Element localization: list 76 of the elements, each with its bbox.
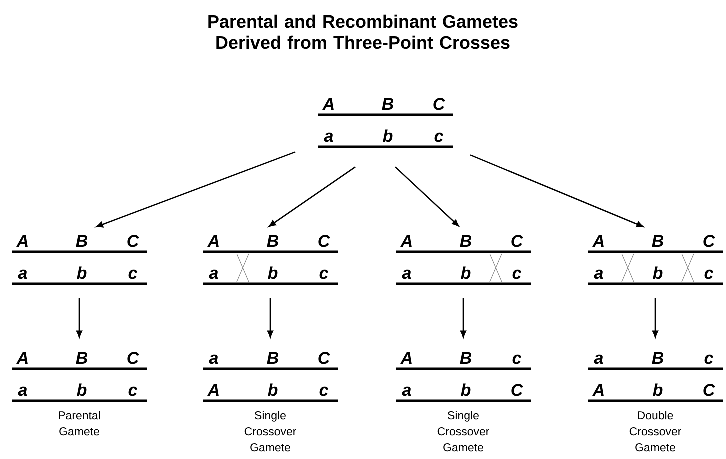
allele-letter: C	[704, 235, 716, 248]
allele-letter: C	[128, 235, 140, 248]
allele-letter: c	[128, 386, 138, 396]
allele-letter: A	[592, 235, 604, 247]
allele-letter: B	[267, 235, 279, 247]
allele-letter: B	[76, 352, 88, 364]
arrow	[652, 298, 658, 338]
allele-letter: B	[652, 235, 664, 247]
allele-letter: c	[320, 386, 328, 396]
allele-letter: B	[267, 352, 279, 364]
allele-letter: C	[512, 384, 524, 396]
allele-letter: A	[400, 352, 412, 364]
arrow	[96, 152, 296, 228]
allele-letter: C	[318, 352, 330, 364]
chromosome-pair	[318, 98, 453, 148]
gamete-label: Single Crossover Gamete	[244, 411, 296, 452]
allele-letter: b	[653, 266, 663, 280]
allele-letter: C	[318, 235, 330, 248]
allele-letter: b	[77, 384, 87, 396]
allele-letter: C	[512, 235, 524, 248]
allele-letter: b	[461, 384, 471, 396]
allele-letter: B	[382, 98, 394, 110]
allele-letter: b	[268, 266, 278, 280]
allele-letter: a	[18, 270, 28, 280]
allele-letter: a	[402, 386, 412, 396]
title: Parental and Recombinant Gametes Derived from Three-Point Crosses	[208, 14, 518, 50]
allele-letter: a	[18, 386, 28, 396]
chromosome-pair	[588, 235, 723, 286]
allele-letter: A	[208, 384, 219, 396]
allele-letter: A	[16, 235, 28, 247]
allele-letter: A	[592, 384, 604, 396]
allele-letter: B	[652, 352, 664, 364]
gamete-label: Double Crossover Gamete	[630, 411, 682, 452]
allele-letter: C	[704, 384, 716, 396]
allele-letter: A	[322, 98, 334, 110]
allele-letter: b	[653, 384, 663, 396]
allele-letter: A	[208, 235, 219, 247]
allele-letter: c	[434, 132, 444, 142]
allele-letter: b	[461, 266, 471, 280]
chromosome-pair	[203, 352, 338, 402]
arrow	[460, 298, 466, 338]
allele-letter: c	[512, 270, 522, 280]
allele-letter: c	[704, 270, 714, 280]
arrow	[470, 154, 644, 228]
arrow	[268, 166, 356, 227]
allele-letter: B	[460, 352, 472, 364]
allele-letter: b	[77, 266, 87, 280]
chromosome-pair	[396, 352, 531, 402]
chromosome-pair	[203, 235, 338, 286]
arrow	[395, 166, 460, 227]
arrow	[76, 298, 82, 338]
allele-letter: b	[383, 130, 393, 142]
gamete-label: Single Crossover Gamete	[438, 411, 490, 452]
arrow	[268, 298, 274, 338]
allele-letter: a	[209, 354, 218, 364]
allele-letter: B	[460, 235, 472, 247]
allele-letter: b	[268, 384, 278, 396]
chromosome-pair	[588, 352, 723, 402]
allele-letter: a	[402, 270, 412, 280]
gamete-label: Parental Gamete	[59, 411, 100, 436]
allele-letter: C	[434, 98, 446, 110]
chromosome-pair	[12, 235, 147, 286]
allele-letter: c	[128, 270, 138, 280]
allele-letter: a	[324, 132, 334, 142]
allele-letter: A	[16, 352, 28, 364]
allele-letter: C	[128, 352, 140, 364]
allele-letter: a	[209, 270, 218, 280]
allele-letter: c	[704, 354, 714, 364]
chromosome-pair	[396, 235, 531, 286]
allele-letter: a	[594, 270, 604, 280]
allele-letter: a	[594, 354, 604, 364]
allele-letter: B	[76, 235, 88, 247]
allele-letter: A	[400, 235, 412, 247]
allele-letter: c	[320, 270, 328, 280]
chromosome-pair	[12, 352, 147, 402]
allele-letter: c	[512, 354, 522, 364]
